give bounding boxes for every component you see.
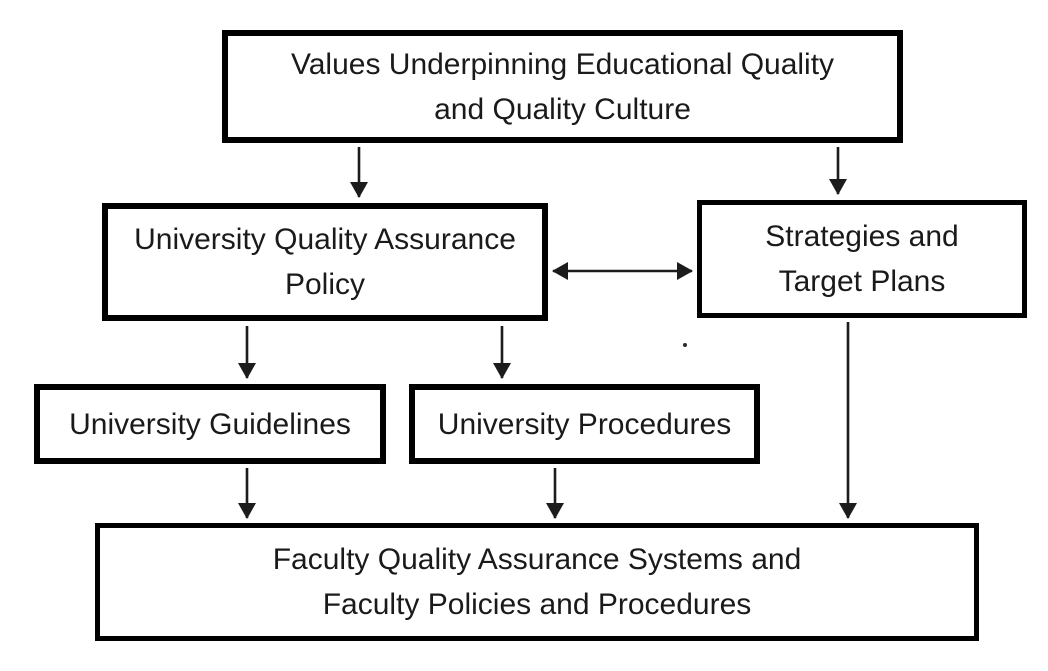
node-policy-line1: University Quality Assurance bbox=[134, 223, 516, 256]
node-policy-line2: Policy bbox=[284, 268, 366, 301]
node-procedures-line1: University Procedures bbox=[437, 407, 732, 441]
node-faculty-line1: Faculty Quality Assurance Systems and bbox=[272, 543, 802, 576]
node-faculty-line2: Faculty Policies and Procedures bbox=[322, 588, 752, 621]
node-university-guidelines: University Guidelines bbox=[34, 384, 386, 464]
node-values-line2: and Quality Culture bbox=[434, 92, 691, 126]
node-guidelines-line1: University Guidelines bbox=[69, 407, 351, 441]
stray-dot-artifact bbox=[683, 343, 687, 347]
node-university-procedures: University Procedures bbox=[409, 384, 760, 464]
node-faculty-qa-systems: Faculty Quality Assurance Systems and Fa… bbox=[95, 523, 979, 641]
node-values-underpinning: Values Underpinning Educational Quality … bbox=[222, 30, 903, 143]
node-strategies-target-plans: Strategies and Target Plans bbox=[697, 200, 1027, 318]
node-university-qa-policy: University Quality Assurance Policy bbox=[102, 203, 548, 321]
node-values-line1: Values Underpinning Educational Quality bbox=[290, 47, 835, 81]
node-strategies-line2: Target Plans bbox=[778, 265, 946, 298]
node-strategies-line1: Strategies and bbox=[765, 220, 959, 253]
